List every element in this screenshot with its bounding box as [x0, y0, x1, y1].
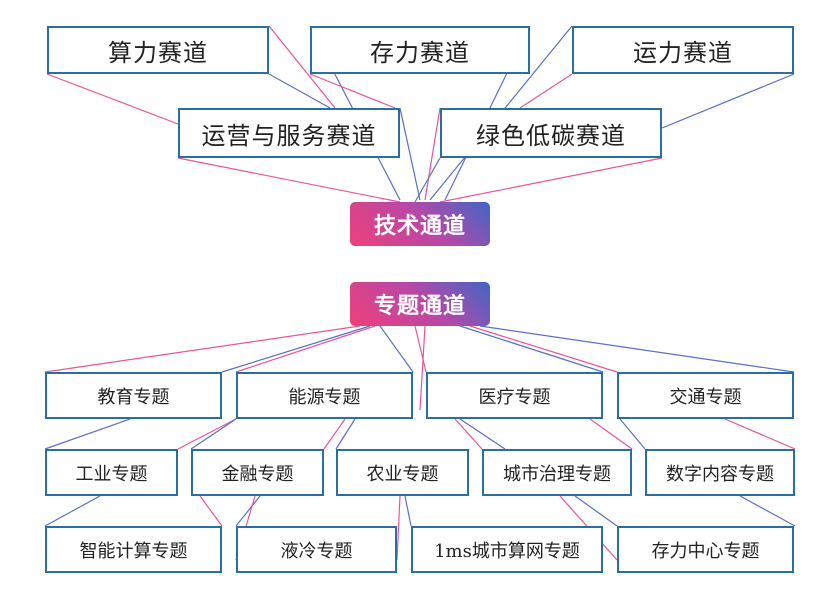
topic-label: 教育专题 [97, 386, 170, 408]
connector-line [379, 325, 414, 373]
topic-label: 数字内容专题 [666, 463, 774, 485]
connector-line [724, 418, 796, 450]
track-storage-label: 存力赛道 [370, 38, 470, 67]
tech-channel-hub[interactable]: 技术通道 [350, 202, 490, 246]
connector-line [399, 107, 421, 201]
connector-line [419, 325, 426, 411]
track-transport[interactable]: 运力赛道 [572, 26, 794, 74]
topic-storage-center[interactable]: 存力中心专题 [617, 526, 794, 573]
connector-line [44, 418, 131, 450]
topic-energy[interactable]: 能源专题 [236, 372, 413, 419]
connector-line [739, 495, 796, 527]
topic-education[interactable]: 教育专题 [45, 372, 222, 419]
connector-line [396, 495, 401, 561]
connector-line [439, 157, 663, 203]
topic-1ms-city-network[interactable]: 1ms城市算网专题 [411, 526, 603, 573]
connector-line [199, 495, 223, 527]
connector-line [221, 325, 371, 373]
topic-digital-content[interactable]: 数字内容专题 [645, 449, 795, 496]
connector-line [268, 25, 336, 109]
topic-industry[interactable]: 工业专题 [45, 449, 178, 496]
connector-line [235, 495, 261, 527]
connector-line [323, 418, 346, 450]
track-ops-service-label: 运营与服务赛道 [201, 121, 377, 150]
track-green-label: 绿色低碳赛道 [476, 121, 626, 150]
track-ops-service[interactable]: 运营与服务赛道 [178, 108, 400, 158]
topic-label: 液冷专题 [280, 540, 353, 562]
connector-line [454, 418, 483, 450]
topic-label: 城市治理专题 [503, 463, 611, 485]
connector-line [414, 157, 441, 203]
connector-line [574, 495, 618, 527]
topic-label: 智能计算专题 [79, 540, 188, 562]
topic-traffic[interactable]: 交通专题 [617, 372, 794, 419]
topic-label: 金融专题 [221, 463, 294, 485]
topic-label: 工业专题 [75, 463, 148, 485]
connector-line [404, 495, 412, 527]
connector-line [177, 157, 401, 203]
connector-line [424, 107, 441, 201]
topic-label: 医疗专题 [478, 386, 551, 408]
topic-medical[interactable]: 医疗专题 [426, 372, 603, 419]
track-compute[interactable]: 算力赛道 [47, 26, 269, 74]
track-storage[interactable]: 存力赛道 [310, 26, 530, 74]
topic-liquid-cooling[interactable]: 液冷专题 [236, 526, 397, 573]
tech-channel-hub-label: 技术通道 [373, 214, 466, 239]
connector-line [479, 325, 795, 373]
topic-channel-hub[interactable]: 专题通道 [350, 282, 490, 326]
connector-line [44, 325, 361, 373]
topic-label: 交通专题 [669, 386, 742, 408]
connector-line [46, 73, 179, 125]
track-transport-label: 运力赛道 [633, 38, 733, 67]
connector-line [268, 73, 331, 109]
connector-line [661, 73, 795, 129]
connector-line [459, 418, 506, 450]
track-green[interactable]: 绿色低碳赛道 [440, 108, 662, 158]
topic-label: 存力中心专题 [651, 540, 760, 562]
connector-line [519, 73, 573, 109]
topic-label: 1ms城市算网专题 [434, 540, 580, 562]
topic-smart-computing[interactable]: 智能计算专题 [45, 526, 222, 573]
topic-label: 农业专题 [366, 463, 439, 485]
connector-line [309, 73, 396, 109]
connector-line [589, 418, 633, 450]
connector-line [469, 325, 618, 373]
topic-city-governance[interactable]: 城市治理专题 [482, 449, 632, 496]
connector-line [414, 325, 427, 373]
topic-label: 能源专题 [288, 386, 361, 408]
topic-finance[interactable]: 金融专题 [191, 449, 324, 496]
connector-line [190, 418, 237, 450]
track-compute-label: 算力赛道 [108, 38, 208, 67]
connector-line [177, 418, 237, 450]
connector-line [235, 325, 376, 373]
topic-agriculture[interactable]: 农业专题 [336, 449, 469, 496]
topic-channel-hub-label: 专题通道 [373, 294, 466, 319]
connector-line [459, 325, 604, 373]
connector-line [619, 418, 646, 450]
connector-line [44, 495, 101, 527]
connector-line [335, 418, 356, 450]
